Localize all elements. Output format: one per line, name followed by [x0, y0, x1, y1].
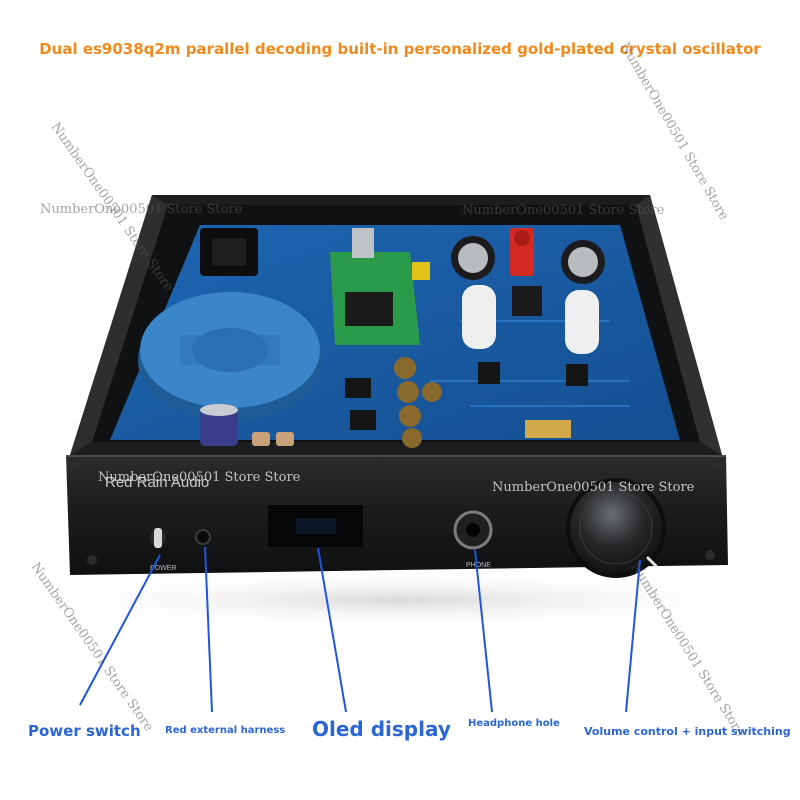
film-cap-left	[462, 285, 496, 349]
callout-oled-display: Oled display	[312, 717, 451, 741]
audio-capacitors	[394, 357, 442, 448]
chassis-right-wall	[636, 195, 722, 455]
floor-shadow	[20, 570, 780, 630]
relay	[512, 286, 542, 316]
watermark: NumberOne00501 Store Store	[462, 203, 665, 218]
xlr-output-left	[451, 236, 495, 280]
chassis-left-wall	[70, 195, 168, 455]
callout-volume-control: Volume control + input switching	[584, 725, 791, 738]
brand-label: Red Rain Audio	[105, 474, 209, 491]
dac-chip-1	[345, 378, 371, 398]
filter-capacitors	[200, 404, 294, 446]
front-panel	[66, 455, 728, 575]
panel-label-power: POWER	[150, 565, 176, 572]
rca-output	[510, 228, 534, 276]
callout-headphone-hole: Headphone hole	[468, 718, 560, 729]
callout-lines	[79, 546, 641, 713]
usb-module	[330, 228, 430, 345]
callout-line-phone	[474, 549, 493, 713]
transformer	[138, 292, 322, 422]
panel-label-phone: PHONE	[466, 562, 491, 569]
headline: Dual es9038q2m parallel decoding built-i…	[39, 40, 761, 58]
callout-power-switch: Power switch	[28, 722, 141, 740]
harness-jack	[195, 529, 211, 545]
watermark: NumberOne00501 Store Store	[98, 470, 301, 485]
film-cap-right	[565, 290, 599, 354]
callout-line-power	[79, 554, 161, 706]
crystal-oscillator	[525, 420, 571, 438]
watermark: NumberOne00501 Store Store	[40, 202, 243, 217]
pcb-details	[430, 320, 630, 407]
power-toggle	[150, 528, 166, 548]
callout-line-volume	[625, 559, 641, 713]
volume-knob	[566, 478, 666, 578]
callout-line-harness	[204, 546, 213, 713]
callout-red-harness: Red external harness	[165, 725, 286, 736]
dac-chip-2	[350, 410, 376, 430]
headphone-jack	[453, 510, 493, 550]
callout-line-oled	[317, 547, 347, 713]
watermark: NumberOne00501 Store Store	[492, 480, 695, 495]
xlr-output-right	[561, 240, 605, 284]
